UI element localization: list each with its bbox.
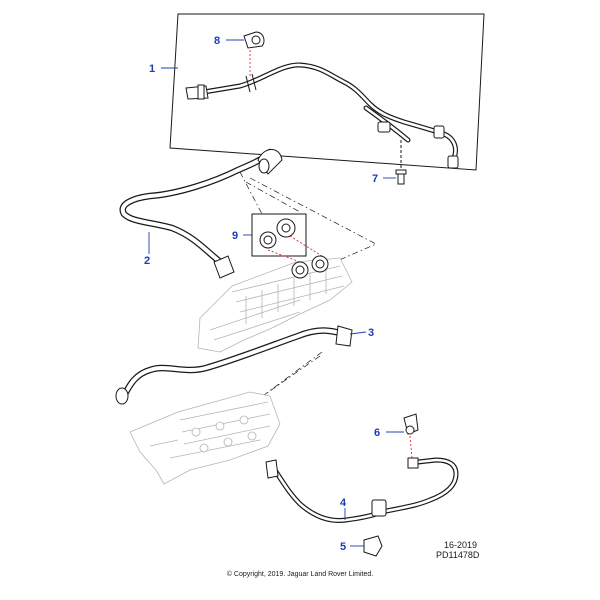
item-1-box [169, 13, 485, 171]
item-7-bolt[interactable] [395, 169, 407, 185]
item-3-hose[interactable] [115, 325, 353, 405]
copyright-notice: © Copyright, 2019. Jaguar Land Rover Lim… [227, 570, 373, 578]
reference-lines [239, 171, 377, 403]
item-1-breather-pipe[interactable] [185, 62, 459, 169]
callout-9: 9 [232, 230, 238, 242]
item-4-pipe[interactable] [265, 457, 459, 523]
callout-7: 7 [372, 173, 378, 185]
callout-1: 1 [149, 63, 155, 75]
item-9-grommets[interactable] [251, 213, 307, 257]
item-5-bracket[interactable] [363, 535, 383, 557]
drawing-number: PD11478D [436, 550, 480, 560]
callout-6: 6 [374, 427, 380, 439]
callout-5: 5 [340, 541, 346, 553]
item-8-clip[interactable] [243, 31, 265, 49]
callout-3: 3 [368, 327, 374, 339]
callout-8: 8 [214, 35, 220, 47]
lower-manifold [129, 391, 281, 485]
callout-2: 2 [144, 255, 150, 267]
item-2-hose[interactable] [119, 148, 283, 279]
callout-4: 4 [340, 497, 347, 509]
item-6-clip[interactable] [403, 413, 419, 435]
leader-3 [349, 331, 367, 335]
date-code: 16-2019 [444, 540, 477, 550]
upper-manifold [197, 255, 353, 353]
